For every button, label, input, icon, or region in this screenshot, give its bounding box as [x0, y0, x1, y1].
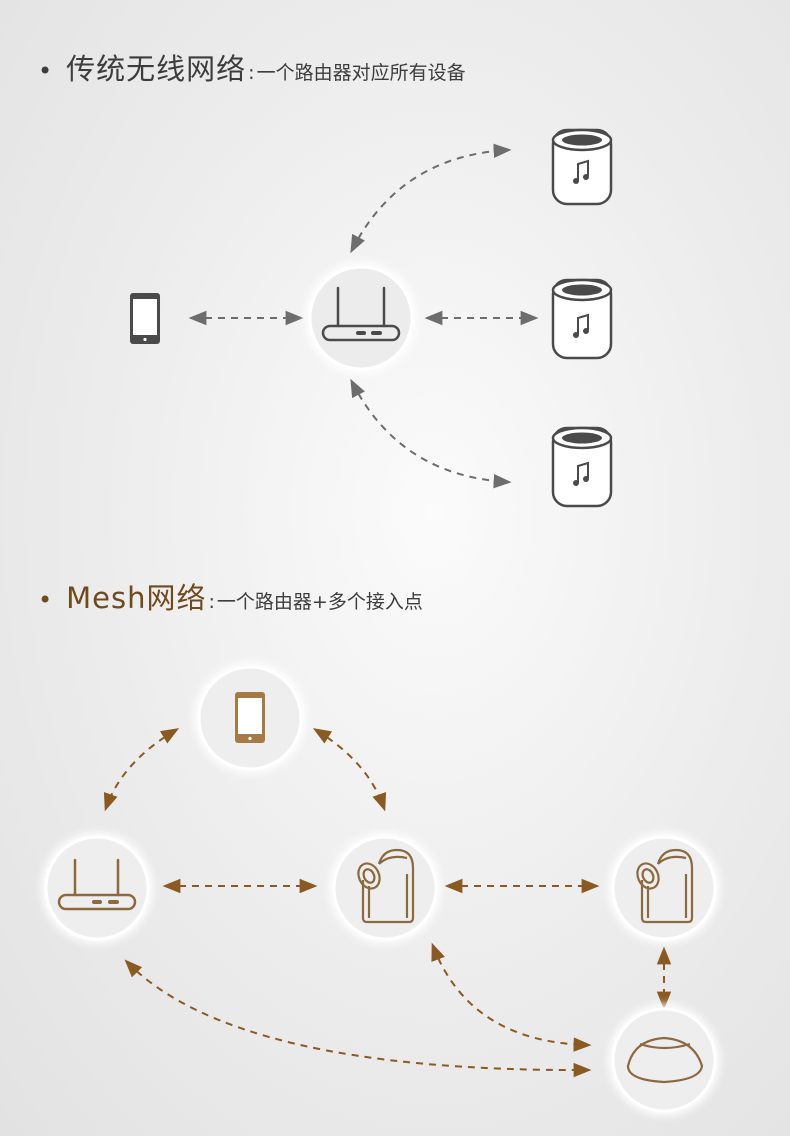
access-point-node: [608, 832, 720, 944]
link-router-speaker-top: [350, 143, 512, 254]
mesh-access-point-icon: [636, 848, 694, 924]
section-heading-mesh: • Mesh网络 : 一个路由器+多个接入点: [38, 575, 423, 617]
link-phone-access-point: [312, 728, 387, 812]
bullet: •: [38, 586, 53, 614]
phone-node: [194, 662, 306, 774]
title-separator: :: [208, 591, 215, 613]
link-router-speaker-bottom: [350, 378, 512, 489]
dome-satellite-icon: [626, 1036, 704, 1084]
link-access-point-dome: [431, 942, 592, 1052]
section-subtitle-traditional: 一个路由器对应所有设备: [256, 62, 466, 84]
link-router-dome: [124, 959, 592, 1078]
section-title-traditional: 传统无线网络: [66, 52, 247, 86]
speaker-icon: [551, 128, 613, 206]
mesh-access-point-icon: [357, 848, 415, 924]
bullet: •: [38, 57, 53, 85]
mesh-network-diagram: [41, 662, 720, 1116]
router-icon: [321, 286, 401, 342]
speaker-icon: [551, 426, 613, 508]
speaker-icon: [551, 278, 613, 360]
phone-icon: [235, 692, 265, 743]
section-heading-traditional: • 传统无线网络 : 一个路由器对应所有设备: [38, 46, 466, 88]
phone-icon: [130, 293, 160, 344]
section-title-mesh: Mesh网络: [66, 581, 207, 615]
router-icon: [57, 858, 137, 911]
link-phone-router: [103, 728, 180, 812]
router-node: [41, 832, 153, 944]
traditional-network-diagram: [130, 128, 613, 508]
router-node: [305, 262, 417, 374]
dome-satellite-node: [608, 1004, 720, 1116]
access-point-node: [329, 832, 441, 944]
title-separator: :: [248, 62, 255, 84]
section-subtitle-mesh: 一个路由器+多个接入点: [216, 591, 423, 613]
